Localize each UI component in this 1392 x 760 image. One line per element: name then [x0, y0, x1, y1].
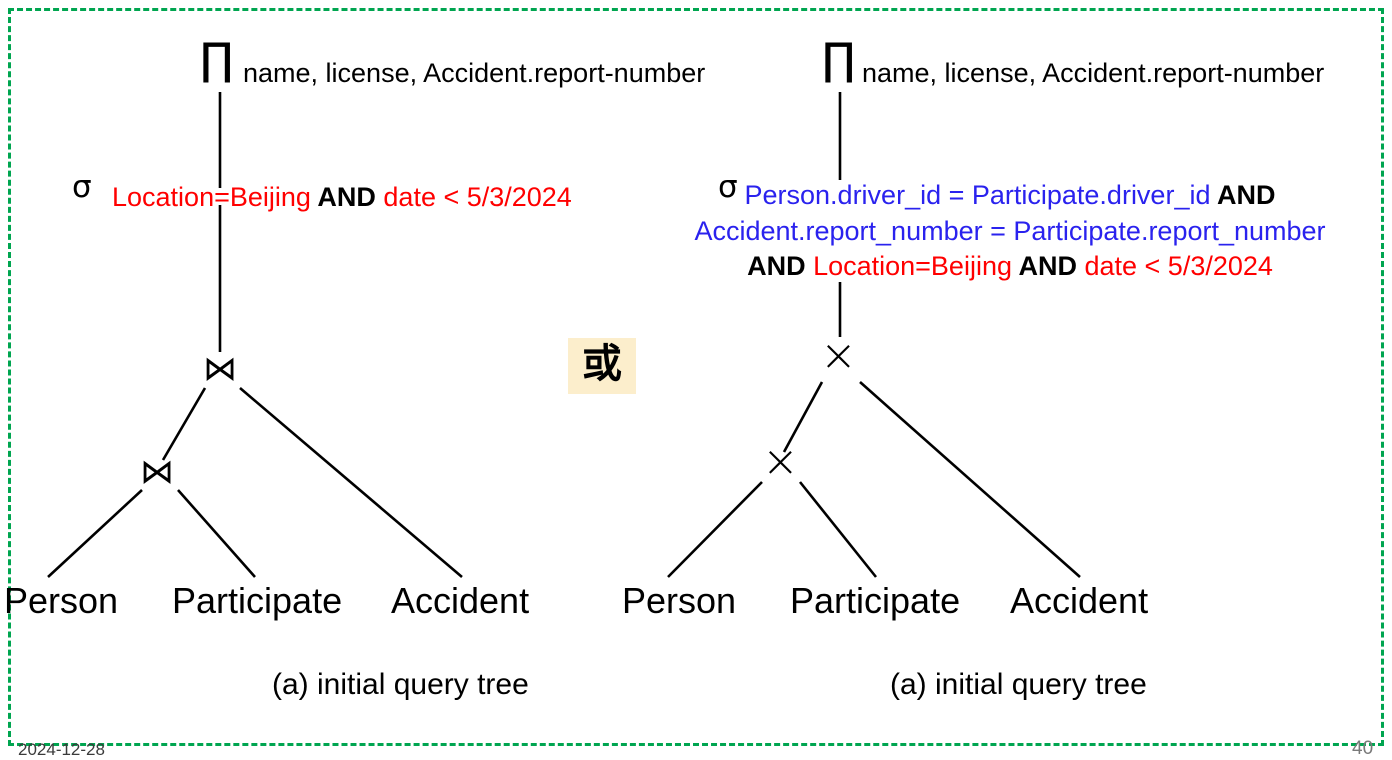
right-cond-line-2: Accident.report_number = Participate.rep… [680, 214, 1340, 250]
left-join-root-operator: ⋈ [203, 349, 237, 389]
right-cond-line-3: AND Location=Beijing AND date < 5/3/2024 [680, 249, 1340, 285]
left-edge-root-accident [239, 387, 463, 578]
left-edge-inner-person [47, 489, 143, 578]
footer-date: 2024-12-28 [18, 740, 105, 759]
right-projection-attributes: name, license, Accident.report-number [862, 58, 1325, 88]
right-cond-line-1: Person.driver_id = Participate.driver_id… [680, 178, 1340, 214]
right-relation-participate: Participate [790, 580, 961, 621]
right-cond-accident-participate: Accident.report_number = Participate.rep… [694, 215, 1326, 246]
right-edge-root-accident [859, 381, 1081, 578]
left-cond-location: Location=Beijing [112, 182, 311, 212]
right-cross-root-operator: × [820, 330, 857, 381]
left-selection-symbol: σ [72, 169, 92, 205]
right-relation-person: Person [622, 580, 737, 621]
left-cond-and: AND [310, 182, 384, 212]
right-cross-inner-operator: × [762, 436, 799, 487]
right-selection-symbol: σ [718, 169, 738, 205]
left-relation-accident: Accident [391, 580, 530, 621]
right-tree-caption: (a) initial query tree [890, 668, 1147, 701]
left-projection-attributes: name, license, Accident.report-number [243, 58, 706, 88]
left-tree-caption: (a) initial query tree [272, 668, 529, 701]
right-cond-and-2: AND [747, 251, 806, 282]
left-projection-symbol: ∏ [200, 34, 234, 85]
footer-page-number: 40 [1352, 738, 1374, 759]
right-cond-and-3: AND [1011, 251, 1085, 282]
right-selection-condition: Person.driver_id = Participate.driver_id… [680, 178, 1340, 285]
right-edge-inner-participate [798, 481, 878, 578]
right-projection-symbol: ∏ [822, 34, 856, 85]
left-edge-root-inner [161, 387, 207, 461]
right-edge-inner-person [667, 481, 763, 578]
right-cond-date: date < 5/3/2024 [1084, 251, 1273, 282]
right-cond-and-1: AND [1210, 180, 1276, 210]
right-relation-accident: Accident [1010, 580, 1149, 621]
right-cond-person-participate: Person.driver_id = Participate.driver_id [744, 180, 1211, 210]
right-cond-location: Location=Beijing [805, 251, 1012, 282]
left-cond-date: date < 5/3/2024 [383, 182, 572, 212]
left-relation-person: Person [4, 580, 119, 621]
or-divider-label: 或 [568, 338, 636, 394]
left-join-inner-operator: ⋈ [140, 452, 174, 492]
left-edge-inner-participate [177, 489, 256, 578]
left-relation-participate: Participate [172, 580, 343, 621]
left-selection-condition: Location=Beijing AND date < 5/3/2024 [112, 180, 572, 216]
